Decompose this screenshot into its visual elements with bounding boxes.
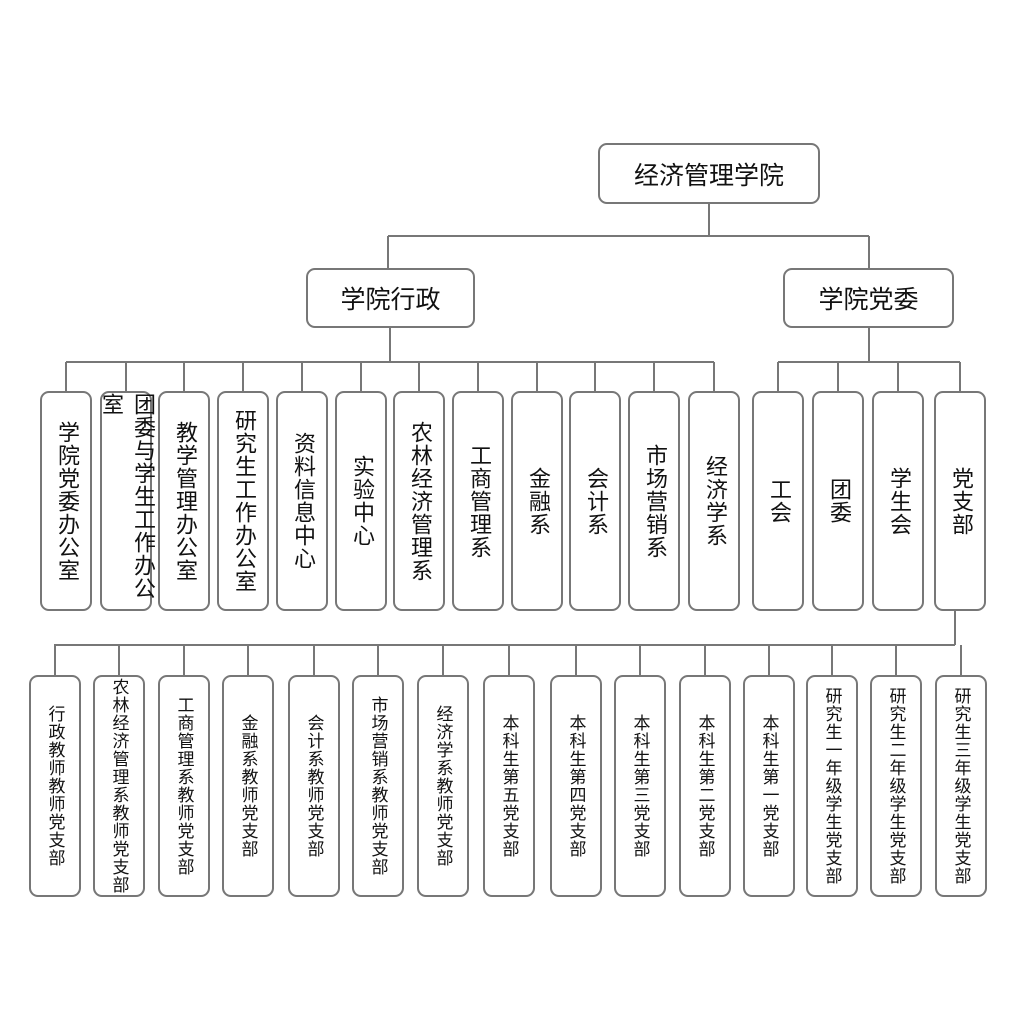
admin-child-node: 资料信息中心: [276, 391, 328, 611]
admin-label: 学院行政: [340, 285, 441, 314]
branch-node: 工商管理系教师党支部: [158, 675, 210, 897]
admin-child-node-label: 会计系: [583, 466, 608, 536]
party-child-node: 党支部: [934, 391, 986, 611]
admin-child-node: 实验中心: [335, 391, 387, 611]
admin-child-node: 会计系: [569, 391, 621, 611]
branch-node: 农林经济管理系教师党支部: [93, 675, 145, 897]
branch-node: 本科生第五党支部: [483, 675, 535, 897]
admin-child-node-label: 团委与学生工作办公室: [98, 393, 155, 600]
admin-child-node: 教学管理办公室: [158, 391, 210, 611]
admin-child-node-label: 工商管理系: [466, 443, 491, 559]
branch-node: 本科生第四党支部: [550, 675, 602, 897]
party-node: 学院党委: [783, 268, 954, 328]
party-child-node-label: 团委: [826, 478, 851, 524]
admin-child-node-label: 经济学系: [702, 455, 727, 547]
branch-node-label: 本科生第二党支部: [694, 714, 715, 858]
admin-node: 学院行政: [306, 268, 475, 328]
branch-node: 经济学系教师党支部: [417, 675, 469, 897]
root-node: 经济管理学院: [598, 143, 820, 204]
branch-node-label: 行政教师教师党支部: [44, 705, 65, 867]
branch-node: 行政教师教师党支部: [29, 675, 81, 897]
admin-child-node-label: 资料信息中心: [290, 432, 315, 570]
admin-child-node-label: 金融系: [525, 466, 550, 536]
admin-child-node: 农林经济管理系: [393, 391, 445, 611]
admin-child-node-label: 市场营销系: [642, 443, 667, 559]
party-child-node-label: 工会: [766, 478, 791, 524]
branch-node: 本科生第一党支部: [743, 675, 795, 897]
branch-node: 研究生二年级学生党支部: [870, 675, 922, 897]
admin-child-node-label: 研究生工作办公室: [231, 409, 256, 593]
party-child-node: 团委: [812, 391, 864, 611]
admin-child-node: 经济学系: [688, 391, 740, 611]
branch-node-label: 工商管理系教师党支部: [173, 696, 194, 876]
branch-node-label: 研究生三年级学生党支部: [950, 687, 971, 885]
root-label: 经济管理学院: [633, 160, 784, 190]
admin-child-node: 市场营销系: [628, 391, 680, 611]
branch-node-label: 本科生第四党支部: [565, 714, 586, 858]
branch-node: 本科生第二党支部: [679, 675, 731, 897]
party-child-node-label: 学生会: [886, 466, 911, 536]
party-label: 学院党委: [818, 285, 919, 314]
party-child-node: 学生会: [872, 391, 924, 611]
admin-child-node: 金融系: [511, 391, 563, 611]
admin-child-node-label: 实验中心: [349, 455, 374, 547]
branch-node: 市场营销系教师党支部: [352, 675, 404, 897]
admin-child-node: 团委与学生工作办公室: [98, 391, 155, 611]
branch-node-label: 研究生一年级学生党支部: [821, 687, 842, 885]
branch-node: 本科生第三党支部: [614, 675, 666, 897]
admin-child-node: 研究生工作办公室: [217, 391, 269, 611]
branch-node-label: 会计系教师党支部: [303, 714, 324, 858]
branch-node-label: 金融系教师党支部: [237, 714, 258, 858]
branch-node: 研究生三年级学生党支部: [935, 675, 987, 897]
branch-node: 金融系教师党支部: [222, 675, 274, 897]
admin-child-node-label: 教学管理办公室: [172, 420, 197, 582]
party-child-node: 工会: [752, 391, 804, 611]
admin-child-node-label: 农林经济管理系: [407, 420, 432, 582]
branch-node-label: 研究生二年级学生党支部: [885, 687, 906, 885]
party-child-node-label: 党支部: [948, 466, 973, 536]
admin-child-node: 工商管理系: [452, 391, 504, 611]
branch-node-label: 经济学系教师党支部: [432, 705, 453, 867]
branch-node-label: 农林经济管理系教师党支部: [108, 678, 129, 894]
branch-node-label: 本科生第一党支部: [758, 714, 779, 858]
branch-node-label: 本科生第五党支部: [498, 714, 519, 858]
branch-node: 会计系教师党支部: [288, 675, 340, 897]
branch-node-label: 本科生第三党支部: [629, 714, 650, 858]
branch-node-label: 市场营销系教师党支部: [367, 696, 388, 876]
admin-child-node-label: 学院党委办公室: [54, 420, 79, 582]
admin-child-node: 学院党委办公室: [40, 391, 92, 611]
branch-node: 研究生一年级学生党支部: [806, 675, 858, 897]
